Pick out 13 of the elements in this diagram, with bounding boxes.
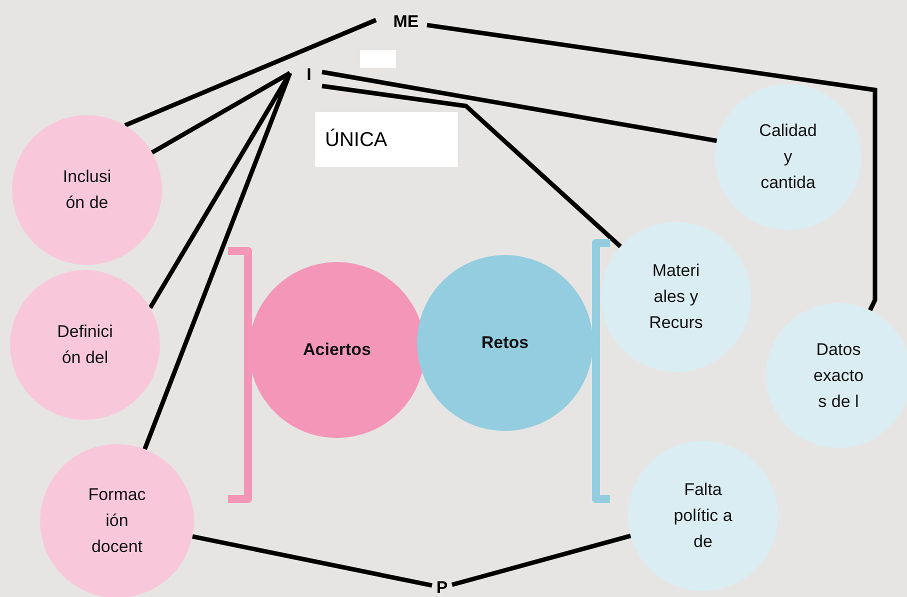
node-label: I — [300, 64, 318, 86]
connector-line — [150, 71, 292, 154]
connector-line — [322, 84, 622, 248]
connector-line — [322, 70, 718, 144]
connector-line — [124, 18, 377, 128]
node-label: ME — [385, 10, 427, 34]
connector-line — [426, 22, 878, 312]
connector-line — [192, 534, 432, 588]
node-label: P — [432, 578, 452, 597]
connector-line — [142, 72, 292, 450]
connector-line — [451, 534, 632, 587]
text-box: ÚNICA — [315, 112, 458, 167]
blank-box — [360, 50, 396, 68]
